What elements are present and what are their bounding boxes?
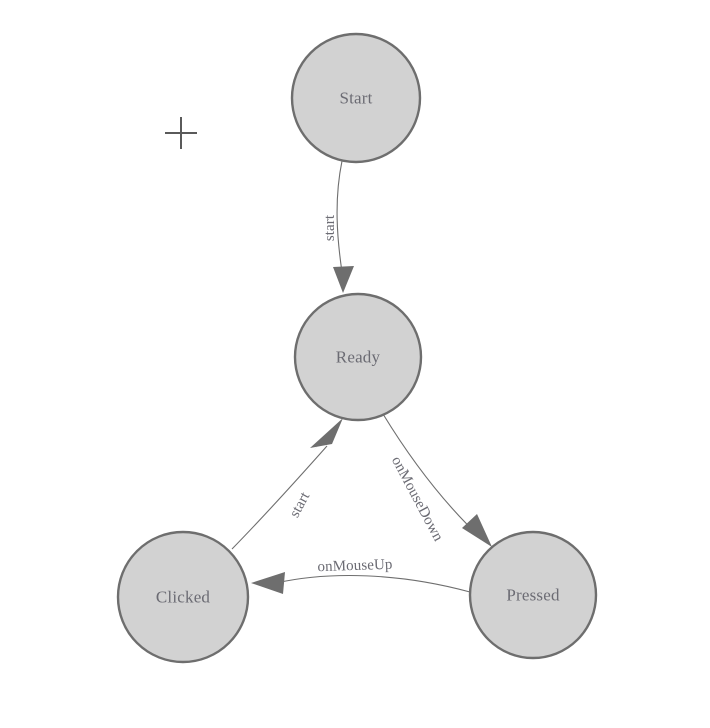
arrowhead-pressed-to-clicked [251,572,285,594]
edge-clicked-to-ready[interactable]: start [231,418,343,550]
edge-path-clicked-to-ready[interactable] [231,445,328,550]
node-label-pressed: Pressed [506,586,560,605]
node-label-ready: Ready [336,348,381,367]
node-ready[interactable]: Ready [293,292,423,422]
edge-label-ready-to-pressed: onMouseDown [388,454,446,545]
node-clicked[interactable]: Clicked [116,530,250,664]
edge-path-start-to-ready[interactable] [336,160,343,273]
node-label-clicked: Clicked [156,588,211,607]
arrowhead-ready-to-pressed [462,514,492,547]
arrowhead-start-to-ready [333,266,354,293]
edge-pressed-to-clicked[interactable]: onMouseUp [251,557,471,594]
node-pressed[interactable]: Pressed [468,530,598,660]
edge-label-clicked-to-ready: start [287,489,314,520]
edge-start-to-ready[interactable]: start [322,160,354,293]
edge-label-pressed-to-clicked: onMouseUp [317,557,393,576]
edge-label-start-to-ready: start [322,214,338,241]
node-circle-pressed[interactable] [468,530,598,660]
node-circle-ready[interactable] [293,292,423,422]
node-circle-clicked[interactable] [116,530,250,664]
node-start[interactable]: Start [290,32,422,164]
arrowhead-clicked-to-ready-fill [310,418,343,448]
edge-ready-to-pressed[interactable]: onMouseDown [382,413,492,547]
plus-marker-icon [165,117,197,149]
node-label-start: Start [339,89,372,108]
node-circle-start[interactable] [290,32,422,164]
edge-path-pressed-to-clicked[interactable] [275,574,471,593]
